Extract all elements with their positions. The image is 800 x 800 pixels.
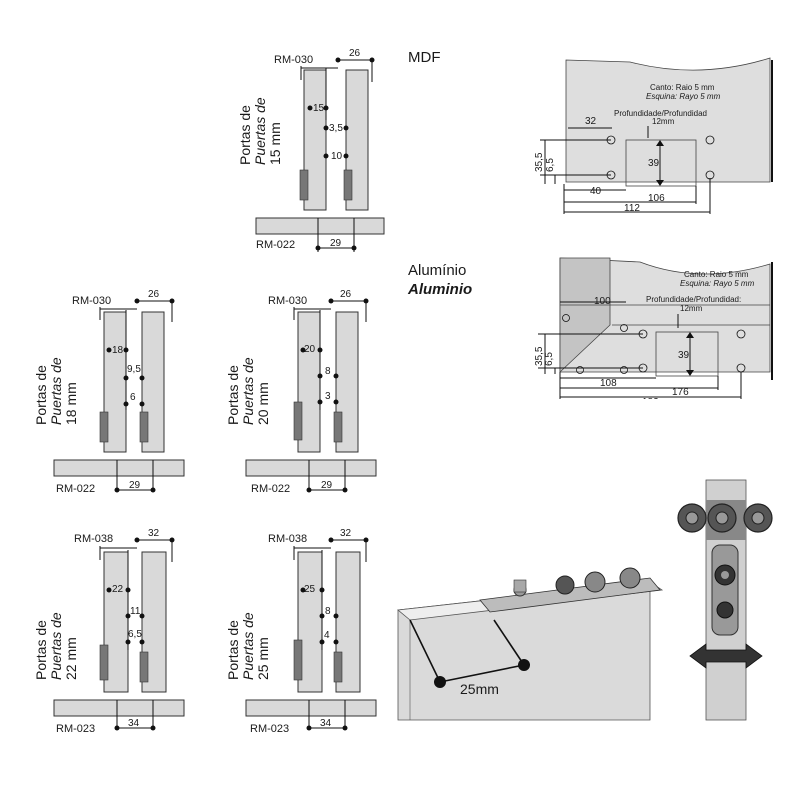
top-dim: 32 [340,528,352,539]
dim-v1: 20 [304,344,316,355]
mdf-d106: 106 [648,193,665,204]
profile-diagram-25mm: RM-038 32 25 8 4 34 RM-023 Portas de Pue… [225,528,377,735]
thickness-label: 20 mm [255,382,271,425]
dim-v2: 11 [130,606,141,617]
mdf-hinge-detail: Canto: Raio 5 mm Esquina: Rayo 5 mm Prof… [534,57,773,214]
door-label-pt: Portas de [33,365,49,425]
alu-corner-pt: Canto: Raio 5 mm [684,270,749,279]
bottom-code-label: RM-022 [251,483,290,495]
installation-view: 25mm [397,567,664,721]
alu-d35-5: 35,5 [534,346,545,366]
alu-d6-5: 6,5 [544,352,555,366]
bottom-dim: 34 [128,718,140,729]
top-code-label: RM-030 [72,295,111,307]
bottom-code-label: RM-022 [56,483,95,495]
alu-d100: 100 [594,296,611,307]
bottom-code-label: RM-023 [250,723,289,735]
dim-v1: 25 [304,584,316,595]
door-panel-left [303,69,327,211]
top-dim: 32 [148,528,160,539]
door-label-pt: Portas de [33,620,49,680]
mdf-d35-5: 35,5 [534,152,545,172]
dim-v2: 8 [325,606,331,617]
aluminio-hinge-detail: Canto: Raio 5 mm Esquina: Rayo 5 mm Prof… [534,257,773,409]
top-code-label: RM-030 [274,54,313,66]
thickness-label: 18 mm [63,382,79,425]
top-dim: 26 [340,289,352,300]
top-dim: 26 [148,289,160,300]
bottom-code-label: RM-022 [256,239,295,251]
double-arrow-icon [689,643,763,669]
door-label-es: Puertas de [48,357,64,425]
mdf-depth-value: 12mm [652,117,675,126]
material-aluminio-pt-label: Alumínio [408,262,466,279]
bottom-dim: 34 [320,718,332,729]
bottom-dim: 29 [129,480,141,491]
top-code-label: RM-038 [268,533,307,545]
dim-v2: 3,5 [329,123,343,134]
dim-v1: 18 [112,345,124,356]
door-label-pt: Portas de [237,105,253,165]
thickness-label: 22 mm [63,637,79,680]
offset-label: 25mm [460,681,499,697]
mdf-depth-label: Profundidade/Profundidad [614,109,707,118]
profile-diagram-18mm: RM-030 26 18 9,5 6 29 RM-022 Portas de P… [33,289,185,495]
dim-v1: 15 [313,103,325,114]
mdf-d40: 40 [590,186,602,197]
profile-diagram-20mm: RM-030 26 20 8 3 29 RM-022 Portas de Pue… [225,289,377,495]
dim-v2: 9,5 [127,364,141,375]
profile-diagram-22mm: RM-038 32 22 11 6,5 34 RM-023 Portas de … [33,528,185,735]
dim-v3: 10 [331,151,343,162]
door-label-es: Puertas de [48,612,64,680]
mdf-d6-5: 6,5 [545,158,556,172]
dim-v2: 8 [325,366,331,377]
mdf-d112: 112 [624,203,640,214]
mdf-d39: 39 [648,158,660,169]
bottom-code-label: RM-023 [56,723,95,735]
dim-v3: 3 [325,391,331,402]
alu-d108: 108 [600,378,617,389]
mdf-corner-pt: Canto: Raio 5 mm [650,83,715,92]
thickness-label: 15 mm [267,122,283,165]
top-code-label: RM-038 [74,533,113,545]
alu-corner-es: Esquina: Rayo 5 mm [680,279,755,288]
alu-d176: 176 [672,387,689,398]
mdf-corner-es: Esquina: Rayo 5 mm [646,92,721,101]
top-code-label: RM-030 [268,295,307,307]
profile-diagram-15mm: RM-030 26 15 3,5 10 29 RM-022 Portas de … [237,48,385,252]
dim-v3: 4 [324,630,330,641]
thickness-label: 25 mm [255,637,271,680]
bottom-dim: 29 [330,238,342,249]
alu-depth-value: 12mm [680,304,703,313]
door-label-es: Puertas de [240,612,256,680]
door-label-es: Puertas de [240,357,256,425]
floor-track [255,217,385,235]
door-label-es: Puertas de [252,97,268,165]
material-aluminio-es-label: Aluminio [407,281,472,298]
top-dim: 26 [349,48,361,59]
bottom-dim: 29 [321,480,333,491]
material-mdf-label: MDF [408,49,441,66]
alu-d39: 39 [678,350,690,361]
door-label-pt: Portas de [225,620,241,680]
roller-closeup [677,479,773,721]
door-label-pt: Portas de [225,365,241,425]
dim-v1: 22 [112,584,124,595]
dim-v3: 6 [130,392,136,403]
alu-depth-label: Profundidade/Profundidad: [646,295,741,304]
mdf-d32: 32 [585,116,597,127]
dim-v3: 6,5 [128,629,142,640]
